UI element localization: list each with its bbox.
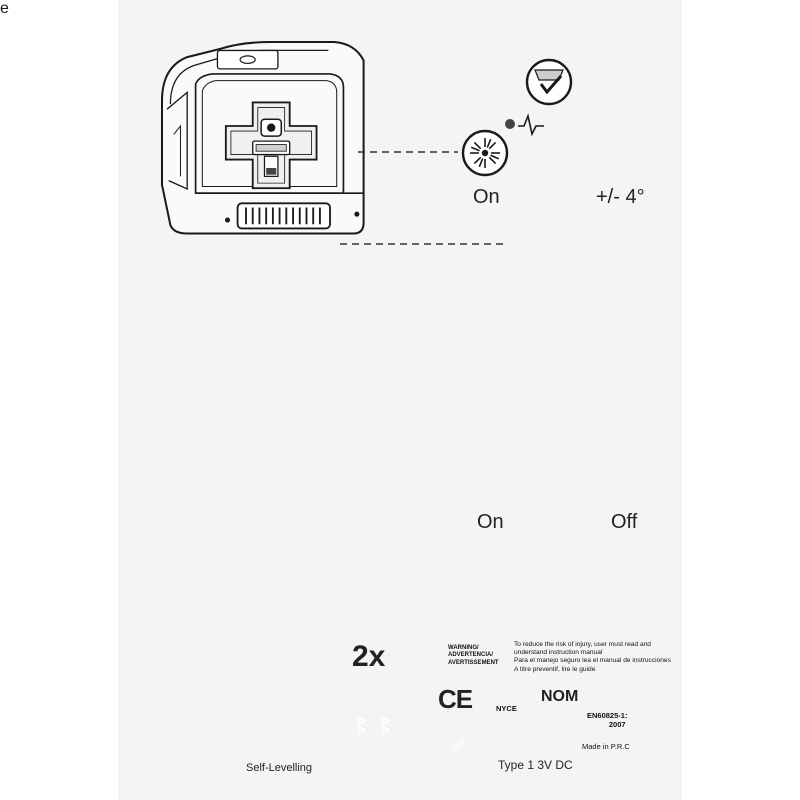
- origin-label: Made in P.R.C: [582, 742, 630, 751]
- battery-label-1: AA: [353, 716, 369, 735]
- warning-text-line: A titre preventif, lire le guide: [514, 665, 596, 673]
- nom-label: NOM: [541, 688, 579, 705]
- warning-header: WARNING/ ADVERTENCIA/ AVERTISSEMENT: [448, 645, 499, 667]
- laser-leader-line-2: e: [0, 0, 671, 774]
- warning-header-line: AVERTISSEMENT: [448, 659, 499, 666]
- tilt-angle-label: +/- 4°: [596, 186, 645, 208]
- warning-text: To reduce the risk of injury, user must …: [514, 641, 671, 674]
- warning-header-line: ADVERTENCIA/: [448, 652, 494, 659]
- button-leader-line: e: [0, 0, 671, 774]
- standard-label: EN60825-1: 2007: [587, 711, 627, 729]
- laser-on-icon: [461, 129, 509, 177]
- level-check-icon: [525, 58, 573, 106]
- standard-line: EN60825-1:: [587, 711, 628, 720]
- battery-count-label: 2x: [352, 640, 386, 673]
- pulse-mode-icon: [505, 113, 544, 137]
- warning-header-line: WARNING/: [448, 645, 479, 651]
- laser-off-label: Off: [611, 511, 638, 533]
- battery-label-2: AA: [377, 716, 393, 735]
- recycle-arrows-icon: e: [0, 0, 9, 17]
- standard-line: 2007: [608, 720, 626, 729]
- ce-mark: CE: [438, 684, 473, 714]
- warning-text-line: Para el manejo seguro lea el manual de i…: [514, 657, 671, 665]
- nyce-label: NYCE: [496, 704, 517, 713]
- laser-on-label: On: [473, 186, 500, 208]
- section-divider: e: [0, 0, 671, 774]
- top-device-illustration: [160, 40, 365, 235]
- laser-on-label-2: On: [477, 511, 504, 533]
- lock-leader-line-2: e: [0, 0, 671, 774]
- self-levelling-label: Self-Levelling: [246, 762, 313, 774]
- warning-text-line: To reduce the risk of injury, user must …: [514, 641, 651, 648]
- power-type-label: Type 1 3V DC: [498, 758, 573, 772]
- warning-text-line: understand instruction manual: [514, 649, 603, 657]
